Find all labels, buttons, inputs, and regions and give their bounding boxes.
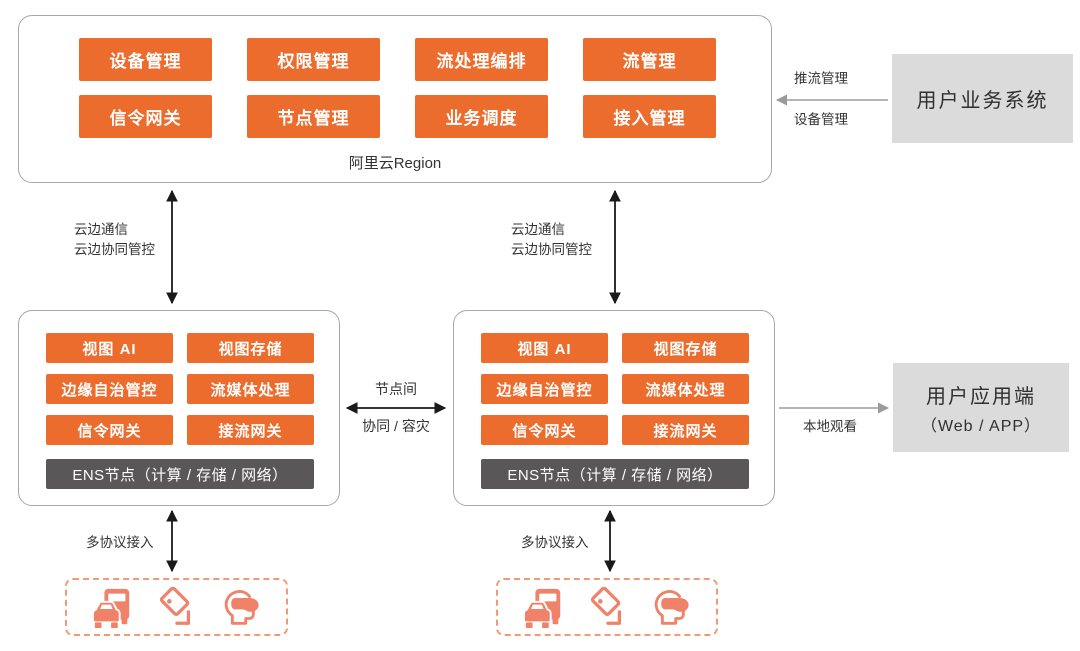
ens-node-box-right: 视图 AI 视图存储 边缘自治管控 流媒体处理 信令网关 接流网关 ENS节点（… [453,310,775,506]
ens-module-grid: 视图 AI 视图存储 边缘自治管控 流媒体处理 信令网关 接流网关 [46,333,314,445]
multi-protocol-access-label-left: 多协议接入 [86,535,154,550]
vr-headset-icon [224,590,259,625]
region-module-grid: 设备管理 权限管理 流处理编排 流管理 信令网关 节点管理 业务调度 接入管理 [79,38,716,138]
module-edge-autonomy-control: 边缘自治管控 [46,374,173,404]
module-permission-management: 权限管理 [247,38,380,81]
cloud-edge-line2: 云边协同管控 [511,242,592,258]
device-group-right [496,578,718,636]
cctv-camera-icon [160,587,191,625]
module-streaming-media-processing: 流媒体处理 [622,374,749,404]
ens-node-bar: ENS节点（计算 / 存储 / 网络） [481,459,749,489]
cloud-edge-line1: 云边通信 [511,222,565,237]
local-view-label: 本地观看 [803,419,857,434]
user-app-client-sublabel: （Web / APP） [920,417,1042,435]
user-business-system-label: 用户业务系统 [916,90,1049,112]
vehicles-icon [91,588,130,629]
ens-node-box-left: 视图 AI 视图存储 边缘自治管控 流媒体处理 信令网关 接流网关 ENS节点（… [18,310,340,506]
module-stream-processing-orchestration: 流处理编排 [415,38,548,81]
vr-headset-icon [655,590,689,625]
region-label: 阿里云Region [348,155,442,172]
inter-node-label-top: 节点间 [375,381,417,397]
module-signaling-gateway: 信令网关 [481,415,608,445]
user-business-system-box: 用户业务系统 [892,54,1073,143]
vehicles-icon [522,588,560,629]
module-video-ai: 视图 AI [46,333,173,363]
ens-node-bar: ENS节点（计算 / 存储 / 网络） [46,459,314,489]
module-stream-management: 流管理 [583,38,716,81]
module-video-ai: 视图 AI [481,333,608,363]
cloud-edge-line2: 云边协同管控 [74,242,155,258]
cloud-edge-label-right: 云边通信 云边协同管控 [511,220,592,261]
module-business-scheduling: 业务调度 [415,95,548,138]
user-app-client-label: 用户应用端 [926,385,1036,408]
inter-node-label-bottom: 协同 / 容灾 [362,418,430,434]
user-app-client-box: 用户应用端 （Web / APP） [893,363,1069,452]
module-stream-ingest-gateway: 接流网关 [187,415,314,445]
module-stream-ingest-gateway: 接流网关 [622,415,749,445]
module-device-management: 设备管理 [79,38,212,81]
device-management-label: 设备管理 [794,112,848,127]
module-edge-autonomy-control: 边缘自治管控 [481,374,608,404]
ens-module-grid: 视图 AI 视图存储 边缘自治管控 流媒体处理 信令网关 接流网关 [481,333,749,445]
module-node-management: 节点管理 [247,95,380,138]
cctv-camera-icon [590,587,622,625]
cloud-edge-label-left: 云边通信 云边协同管控 [74,220,155,261]
multi-protocol-access-label-right: 多协议接入 [521,535,589,550]
module-video-storage: 视图存储 [622,333,749,363]
module-signaling-gateway: 信令网关 [79,95,212,138]
device-group-left [65,578,288,636]
aliyun-region-box: 设备管理 权限管理 流处理编排 流管理 信令网关 节点管理 业务调度 接入管理 … [18,15,772,183]
module-signaling-gateway: 信令网关 [46,415,173,445]
module-streaming-media-processing: 流媒体处理 [187,374,314,404]
push-stream-label: 推流管理 [794,71,848,86]
cloud-edge-line1: 云边通信 [74,222,128,237]
module-video-storage: 视图存储 [187,333,314,363]
module-access-management: 接入管理 [583,95,716,138]
